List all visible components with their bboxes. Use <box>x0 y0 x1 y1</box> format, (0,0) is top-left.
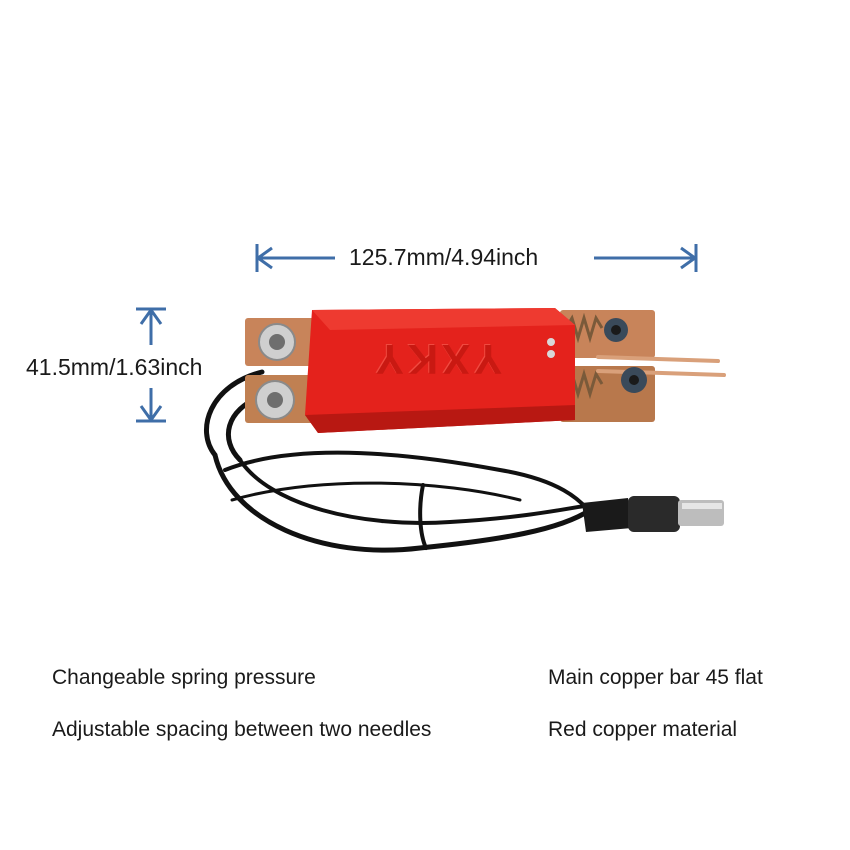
width-dimension-label: 125.7mm/4.94inch <box>345 243 543 271</box>
bottom-hex-bolt-icon <box>255 380 295 420</box>
brand-mark: YXKY <box>371 336 503 383</box>
feature-copper-bar: Main copper bar 45 flat <box>548 666 763 689</box>
dc-plug <box>582 496 724 532</box>
right-top-hex-bolt-icon <box>604 318 628 342</box>
right-bottom-hex-bolt-icon <box>621 367 647 393</box>
feature-needle-spacing: Adjustable spacing between two needles <box>52 718 432 741</box>
power-cable <box>204 369 593 553</box>
feature-copper-material: Red copper material <box>548 718 738 741</box>
width-dimension-arrow <box>255 244 698 272</box>
height-dimension-label: 41.5mm/1.63inch <box>26 354 203 380</box>
top-hex-bolt-icon <box>258 323 296 361</box>
red-housing <box>305 308 575 433</box>
height-dimension-arrow <box>136 307 166 423</box>
feature-spring-pressure: Changeable spring pressure <box>52 666 316 689</box>
welding-needles <box>596 355 726 377</box>
